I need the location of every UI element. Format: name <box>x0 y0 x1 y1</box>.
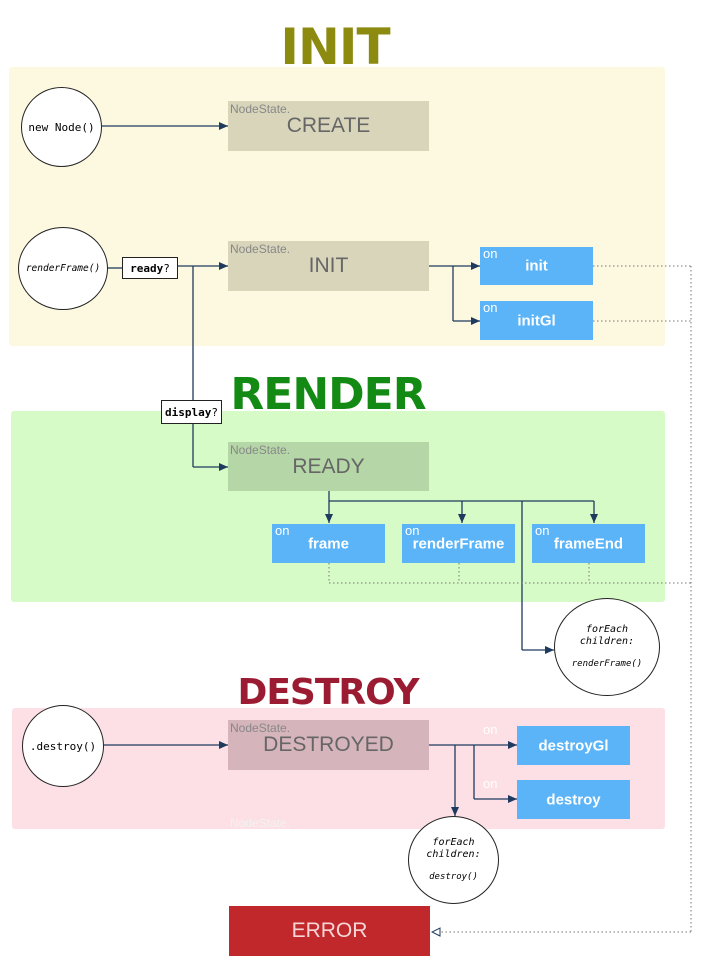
render-frame-trigger: renderFrame() <box>18 227 108 310</box>
event-init-on: on <box>483 246 498 261</box>
event-destroygl-on: on <box>483 722 498 737</box>
event-frame-label: frame <box>308 535 349 552</box>
foreach-renderframe-line1: forEach <box>585 624 629 635</box>
ghost-state-prefix: NodeState. <box>230 816 291 830</box>
state-ready: NodeState. READY <box>228 442 429 491</box>
event-initgl-label: initGl <box>517 312 556 329</box>
ready-condition-code: ready <box>130 261 164 275</box>
render-title: RENDER <box>230 369 426 420</box>
event-frameend: on frameEnd <box>532 523 645 563</box>
foreach-destroy-node: forEach children: destroy() <box>408 816 499 904</box>
display-condition: display? <box>161 400 222 424</box>
event-renderframe-on: on <box>405 523 420 538</box>
ready-condition-mark: ? <box>163 261 170 275</box>
event-destroy-label: destroy <box>546 791 601 808</box>
event-destroygl-label: destroyGl <box>538 737 609 754</box>
state-init-name: INIT <box>308 254 349 277</box>
destroy-trigger-label: .destroy() <box>29 739 97 753</box>
state-ready-prefix: NodeState. <box>230 443 291 457</box>
destroy-title: DESTROY <box>237 672 419 713</box>
state-destroyed: NodeState. DESTROYED <box>228 720 429 770</box>
display-condition-code: display <box>165 405 212 419</box>
destroy-trigger: .destroy() <box>22 705 104 787</box>
foreach-renderframe-line3: renderFrame() <box>571 659 643 669</box>
state-create: NodeState. CREATE <box>228 101 429 151</box>
foreach-destroy-line1: forEach <box>432 837 475 848</box>
render-frame-label: renderFrame() <box>25 263 101 274</box>
state-ready-name: READY <box>292 454 365 478</box>
display-condition-mark: ? <box>211 405 218 419</box>
foreach-renderframe-node: forEach children: renderFrame() <box>554 598 660 696</box>
new-node-trigger: new Node() <box>21 87 102 167</box>
event-destroygl: destroyGl <box>517 726 630 765</box>
event-init: on init <box>480 246 593 285</box>
event-destroy: destroy <box>517 780 630 819</box>
event-frame: on frame <box>272 523 385 563</box>
event-renderframe-label: renderFrame <box>412 535 505 552</box>
state-create-prefix: NodeState. <box>230 102 291 116</box>
event-initgl-on: on <box>483 300 498 315</box>
event-renderframe: on renderFrame <box>402 523 515 563</box>
state-error: ERROR <box>229 906 430 956</box>
event-initgl: on initGl <box>480 300 593 340</box>
state-init-prefix: NodeState. <box>230 242 291 256</box>
state-create-name: CREATE <box>286 114 371 137</box>
foreach-destroy-line2: children: <box>426 849 481 860</box>
state-error-name: ERROR <box>291 919 368 942</box>
event-frameend-on: on <box>535 523 550 538</box>
event-init-label: init <box>525 257 548 275</box>
foreach-renderframe-line2: children: <box>579 636 635 647</box>
event-frameend-label: frameEnd <box>553 535 624 552</box>
state-init: NodeState. INIT <box>228 241 429 291</box>
event-destroy-on: on <box>483 776 498 791</box>
init-title: INIT <box>280 18 390 76</box>
new-node-label: new Node() <box>28 120 95 134</box>
ready-condition: ready? <box>122 257 178 279</box>
foreach-destroy-line3: destroy() <box>429 872 478 882</box>
state-destroyed-prefix: NodeState. <box>230 721 291 735</box>
event-frame-on: on <box>275 523 290 538</box>
state-destroyed-name: DESTROYED <box>263 733 394 756</box>
